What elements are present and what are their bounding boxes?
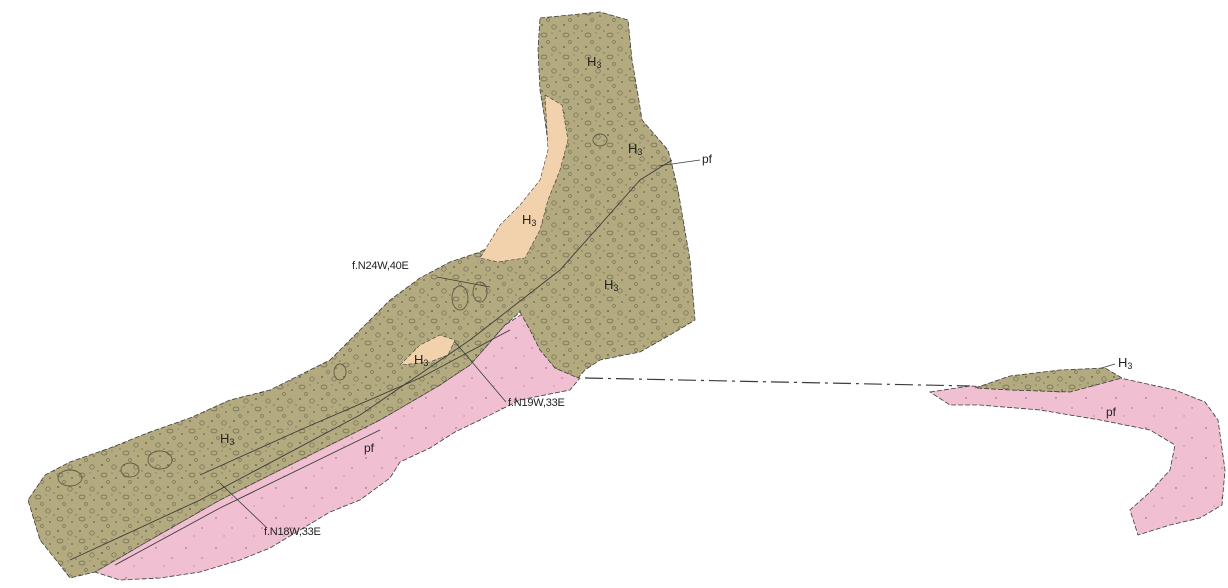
fault-label-n19w: f.N19W,33E <box>508 398 565 409</box>
h3-sub: 3 <box>423 358 428 368</box>
h3-label-7: H3 <box>1118 356 1132 371</box>
correlation-line <box>585 378 970 386</box>
pf-label-3: pf <box>1106 406 1116 418</box>
h3-main: H <box>604 277 613 292</box>
pf-label-2: pf <box>364 442 374 454</box>
h3-label-3: H3 <box>522 213 536 228</box>
pf-layer-right <box>930 378 1225 535</box>
h3-label-2: H3 <box>628 142 642 157</box>
h3-sub: 3 <box>596 60 601 70</box>
h3-label-4: H3 <box>604 278 618 293</box>
pf-label-1: pf <box>702 153 712 165</box>
h3-sub: 3 <box>531 218 536 228</box>
h3-sub: 3 <box>229 437 234 447</box>
h3-sub: 3 <box>613 283 618 293</box>
h3-label-5: H3 <box>414 353 428 368</box>
h3-sub: 3 <box>1127 361 1132 371</box>
h3-main: H <box>1118 355 1127 370</box>
h3-label-1: H3 <box>587 55 601 70</box>
h3-label-6: H3 <box>220 432 234 447</box>
fault-label-n24w: f.N24W,40E <box>352 261 409 272</box>
h3-main: H <box>628 141 637 156</box>
h3-main: H <box>220 431 229 446</box>
fault-label-n18w: f.N18W,33E <box>264 527 321 538</box>
h3-sub: 3 <box>637 147 642 157</box>
h3-main: H <box>587 54 596 69</box>
h3-main: H <box>522 212 531 227</box>
h3-main: H <box>414 352 423 367</box>
